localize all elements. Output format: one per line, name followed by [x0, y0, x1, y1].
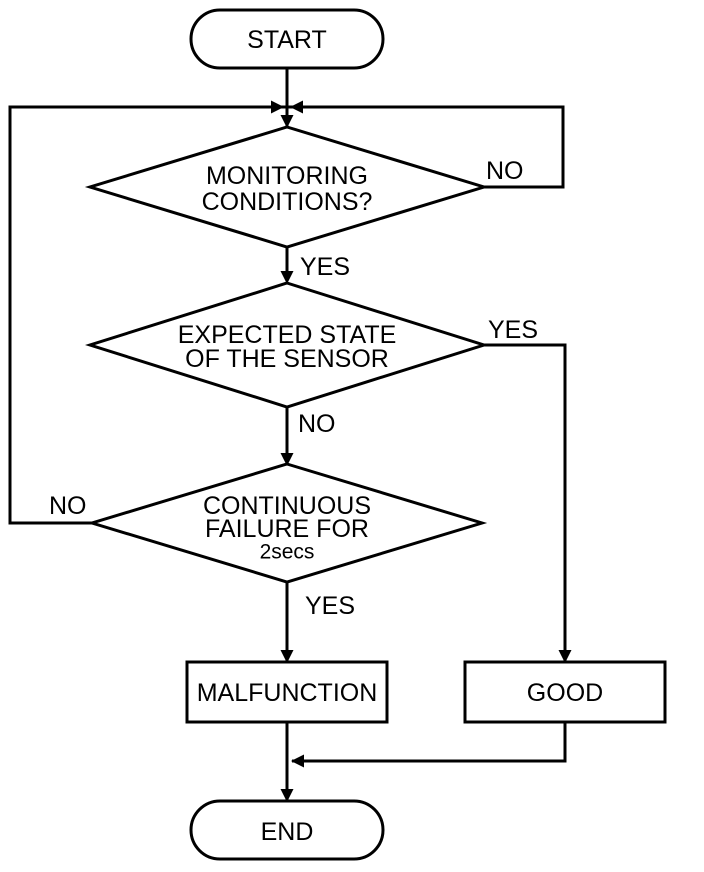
arrowhead-merge-right-icon — [271, 100, 284, 114]
node-start: START — [189, 8, 385, 70]
expected-decision-shape — [85, 281, 489, 409]
node-expected-state: EXPECTED STATE OF THE SENSOR — [85, 281, 489, 409]
node-good: GOOD — [463, 660, 667, 724]
failure-yes-label: YES — [305, 592, 355, 620]
arrowhead-into-failure-icon — [280, 453, 294, 466]
node-continuous-failure: CONTINUOUS FAILURE FOR 2secs — [86, 462, 488, 584]
edge-labels: NO YES YES NO NO YES — [49, 157, 538, 620]
arrowhead-merge-left-icon — [290, 100, 303, 114]
expected-label-line1: EXPECTED STATE — [178, 321, 397, 349]
end-terminator-shape — [189, 799, 385, 861]
failure-label-line1: CONTINUOUS — [203, 492, 371, 520]
monitoring-no-label: NO — [486, 157, 524, 185]
failure-no-label: NO — [49, 492, 87, 520]
connector-expected-yes-to-good — [484, 343, 567, 661]
connector-good-to-merge — [292, 722, 567, 763]
good-process-shape — [463, 660, 667, 724]
end-label: END — [261, 818, 314, 846]
failure-decision-shape — [86, 462, 488, 584]
monitoring-decision-shape — [84, 125, 490, 249]
monitoring-yes-label: YES — [300, 253, 350, 281]
node-malfunction: MALFUNCTION — [185, 660, 389, 724]
arrowhead-into-monitoring-icon — [280, 115, 294, 128]
malfunction-label: MALFUNCTION — [197, 679, 378, 707]
arrowhead-bottom-merge-left-icon — [291, 754, 304, 768]
expected-yes-label: YES — [488, 316, 538, 344]
node-monitoring-conditions: MONITORING CONDITIONS? — [84, 125, 490, 249]
arrowhead-into-good-icon — [558, 650, 572, 663]
connectors — [8, 68, 567, 800]
monitoring-label-line2: CONDITIONS? — [202, 188, 373, 216]
arrowhead-into-malfunction-icon — [280, 650, 294, 663]
expected-no-label: NO — [298, 410, 336, 438]
failure-label-line2: FAILURE FOR — [205, 515, 369, 543]
start-terminator-shape — [189, 8, 385, 70]
failure-label-line3: 2secs — [260, 541, 315, 564]
malfunction-process-shape — [185, 660, 389, 724]
expected-label-line2: OF THE SENSOR — [185, 345, 389, 373]
node-end: END — [189, 799, 385, 861]
connector-monitoring-no-loop — [484, 105, 565, 189]
arrowheads — [271, 100, 572, 802]
arrowhead-into-end-icon — [280, 789, 294, 802]
good-label: GOOD — [527, 679, 603, 707]
connector-failure-no-loop — [8, 105, 92, 525]
monitoring-label-line1: MONITORING — [206, 162, 368, 190]
start-label: START — [247, 26, 327, 54]
arrowhead-into-expected-icon — [280, 271, 294, 284]
